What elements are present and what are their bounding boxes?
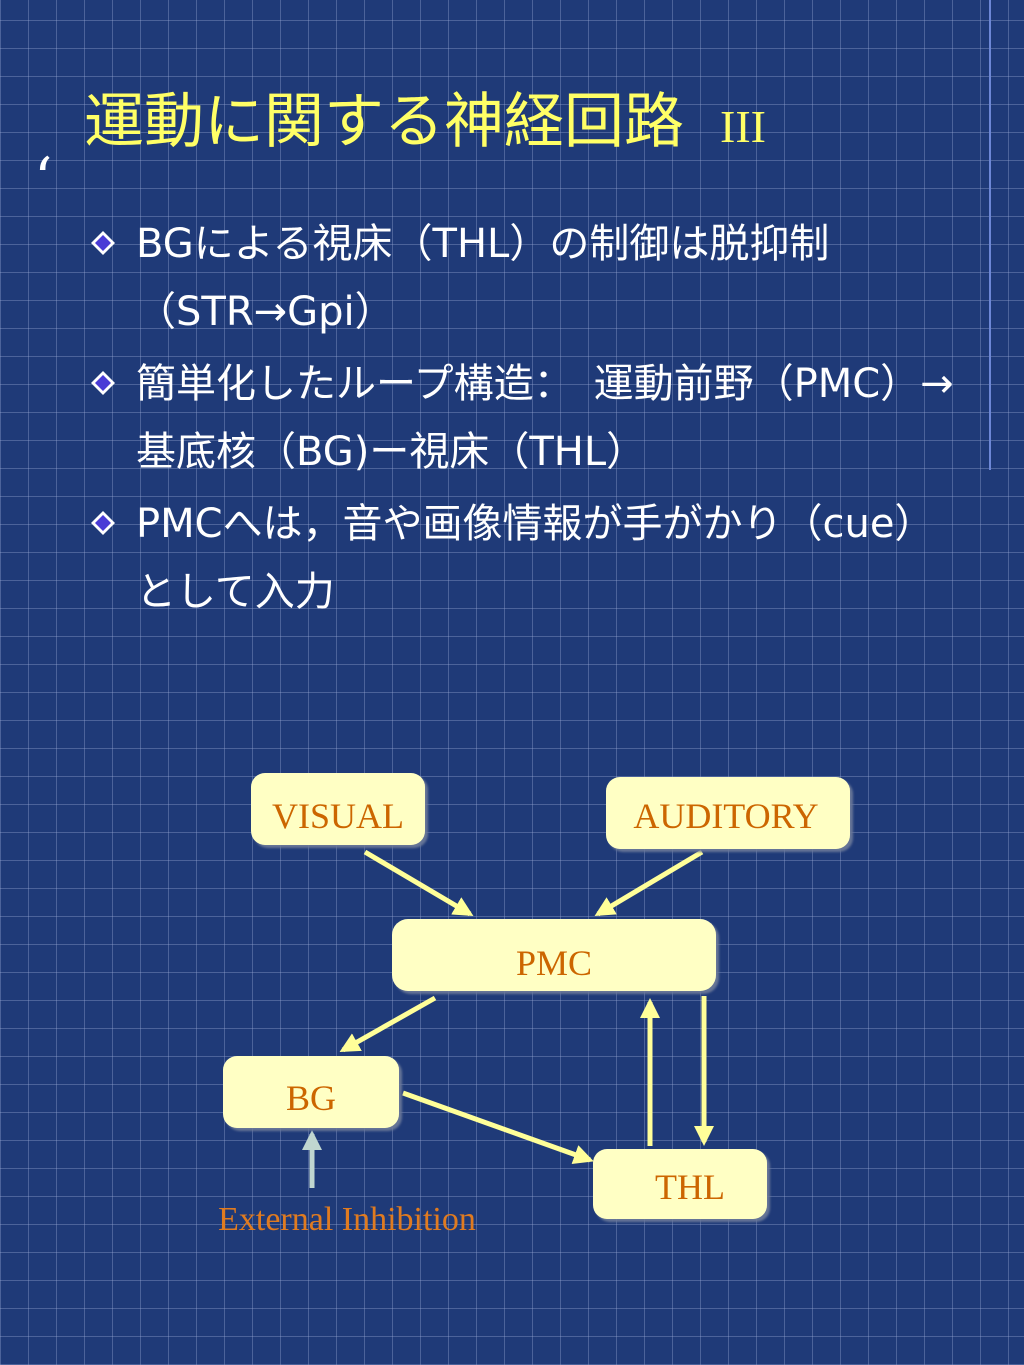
bullet-text: PMCへは，音や画像情報が手がかり（cue）として入力 (136, 501, 935, 615)
bullet-item: PMCへは，音や画像情報が手がかり（cue）として入力 (88, 490, 968, 626)
node-visual-label: VISUAL (272, 796, 404, 836)
quote-mark: ‘ (34, 145, 53, 213)
arrows (302, 849, 714, 1188)
node-auditory-label: AUDITORY (633, 796, 818, 836)
arrow-auditory-to-pmc (594, 849, 704, 917)
node-pmc: PMC (392, 919, 716, 991)
node-pmc-label: PMC (516, 943, 592, 983)
node-auditory: AUDITORY (606, 777, 850, 849)
diamond-bullet-icon (91, 371, 115, 395)
node-thl: THL (593, 1149, 767, 1219)
arrow-pmc-to-bg (339, 995, 437, 1053)
bullet-text: 簡単化したループ構造： 運動前野（PMC）→基底核（BG)ー視床（THL） (136, 361, 954, 475)
arrow-visual-to-pmc (363, 849, 474, 917)
diamond-bullet-icon (91, 511, 115, 535)
bullet-item: BGによる視床（THL）の制御は脱抑制（STR→Gpi） (88, 210, 968, 346)
bullet-item: 簡単化したループ構造： 運動前野（PMC）→基底核（BG)ー視床（THL） (88, 350, 968, 486)
title-number: III (720, 101, 766, 152)
bullet-text: BGによる視床（THL）の制御は脱抑制（STR→Gpi） (136, 221, 830, 335)
node-bg-label: BG (286, 1078, 336, 1118)
node-visual: VISUAL (251, 773, 425, 845)
right-accent-line (989, 0, 991, 470)
node-thl-label: THL (655, 1167, 725, 1207)
diamond-bullet-icon (91, 231, 115, 255)
external-inhibition-label: External Inhibition (218, 1201, 476, 1238)
bullet-list: BGによる視床（THL）の制御は脱抑制（STR→Gpi） 簡単化したループ構造：… (88, 210, 968, 630)
arrow-bg-to-thl (402, 1090, 594, 1165)
node-bg: BG (223, 1056, 399, 1128)
title-text: 運動に関する神経回路 (84, 87, 684, 157)
